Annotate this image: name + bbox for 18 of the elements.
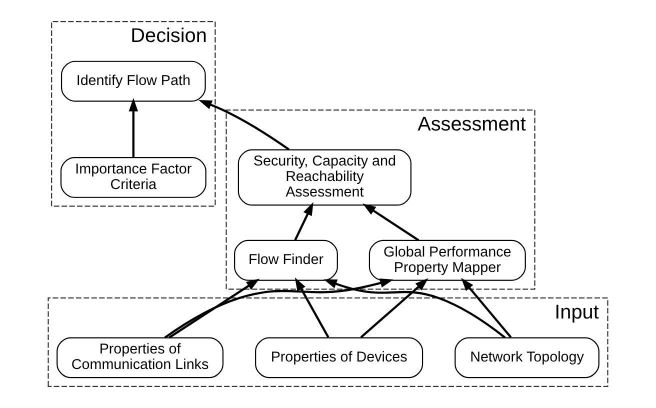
node-box: Network Topology	[454, 337, 600, 378]
node-box: Properties of Devices	[255, 337, 424, 378]
arrow	[168, 278, 260, 338]
arrow	[128, 98, 138, 158]
arrow	[294, 277, 330, 338]
arrow	[198, 100, 290, 150]
node-box: Security, Capacity and Reachability Assessment	[238, 149, 412, 206]
arrow	[324, 279, 506, 338]
arrow	[362, 203, 420, 242]
node-box: Identify Flow Path	[60, 60, 206, 102]
arrow	[294, 202, 314, 241]
node-box: Importance Factor Criteria	[60, 157, 206, 198]
arrow	[461, 278, 512, 338]
node-box: Global Performance Property Mapper	[368, 240, 526, 281]
node-box: Flow Finder	[234, 240, 338, 281]
arrow	[360, 278, 428, 338]
arrow	[164, 278, 394, 339]
node-box: Properties of Communication Links	[56, 337, 224, 378]
